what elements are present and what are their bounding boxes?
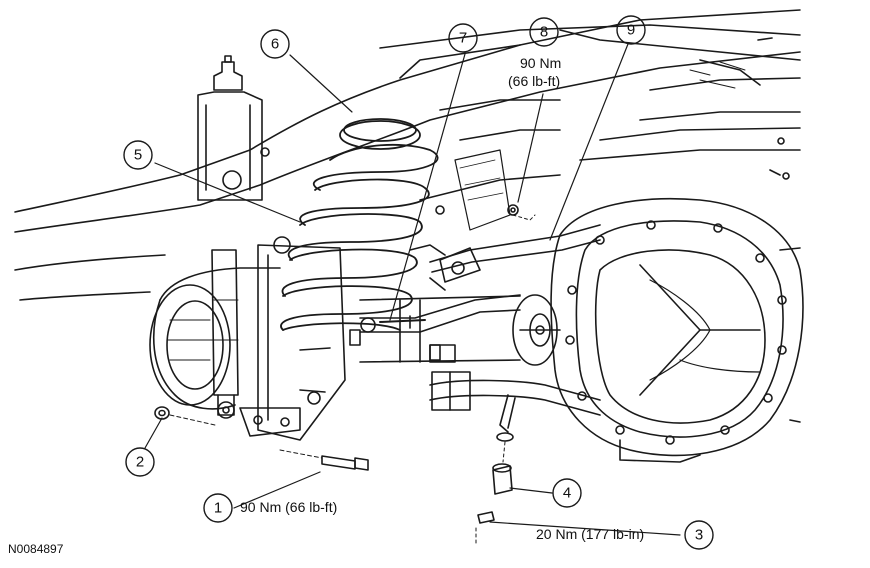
callout-8-circle — [529, 17, 559, 47]
callout-2-number: 2 — [136, 454, 144, 471]
washer — [154, 406, 216, 426]
leader-lines — [144, 43, 681, 536]
callout-5-circle — [123, 140, 153, 170]
shock-upper-mount — [197, 55, 270, 201]
stabilizer-link — [475, 394, 516, 546]
upper-control-arm — [359, 294, 521, 333]
callout-2-circle — [125, 447, 155, 477]
track-bar — [409, 224, 601, 291]
callout-8-number: 8 — [540, 24, 548, 41]
callout-9-circle — [616, 15, 646, 45]
callout-1-circle — [203, 493, 233, 523]
frame-rail — [14, 9, 801, 301]
callout-8-torque-line2: (66 lb-ft) — [508, 73, 561, 89]
callout-5-number: 5 — [134, 147, 142, 164]
callout-3-torque-label: 20 Nm (177 lb-in) — [536, 526, 645, 542]
figure-id: N0084897 — [8, 542, 64, 556]
lower-bolt — [279, 449, 369, 471]
callout-8-torque-line1: 90 Nm — [520, 55, 562, 71]
shock-absorber — [211, 249, 239, 419]
callout-9-number: 9 — [627, 22, 635, 39]
stabilizer-bar — [429, 344, 601, 416]
callout-3-circle — [684, 520, 714, 550]
callout-3-number: 3 — [695, 527, 703, 544]
differential-cover — [550, 197, 804, 463]
callout-1-torque-label: 90 Nm (66 lb-ft) — [240, 499, 338, 515]
callout-circles — [123, 15, 714, 550]
callout-7-number: 7 — [459, 30, 467, 47]
frame-bracket — [435, 149, 536, 231]
callout-6-circle — [260, 29, 290, 59]
callout-4-circle — [552, 478, 582, 508]
axle-housing — [149, 267, 561, 410]
callout-1-number: 1 — [214, 500, 222, 517]
callout-4-number: 4 — [563, 485, 571, 502]
callout-7-circle — [448, 23, 478, 53]
callout-6-number: 6 — [271, 36, 279, 53]
spring-seat-bracket — [239, 236, 361, 441]
